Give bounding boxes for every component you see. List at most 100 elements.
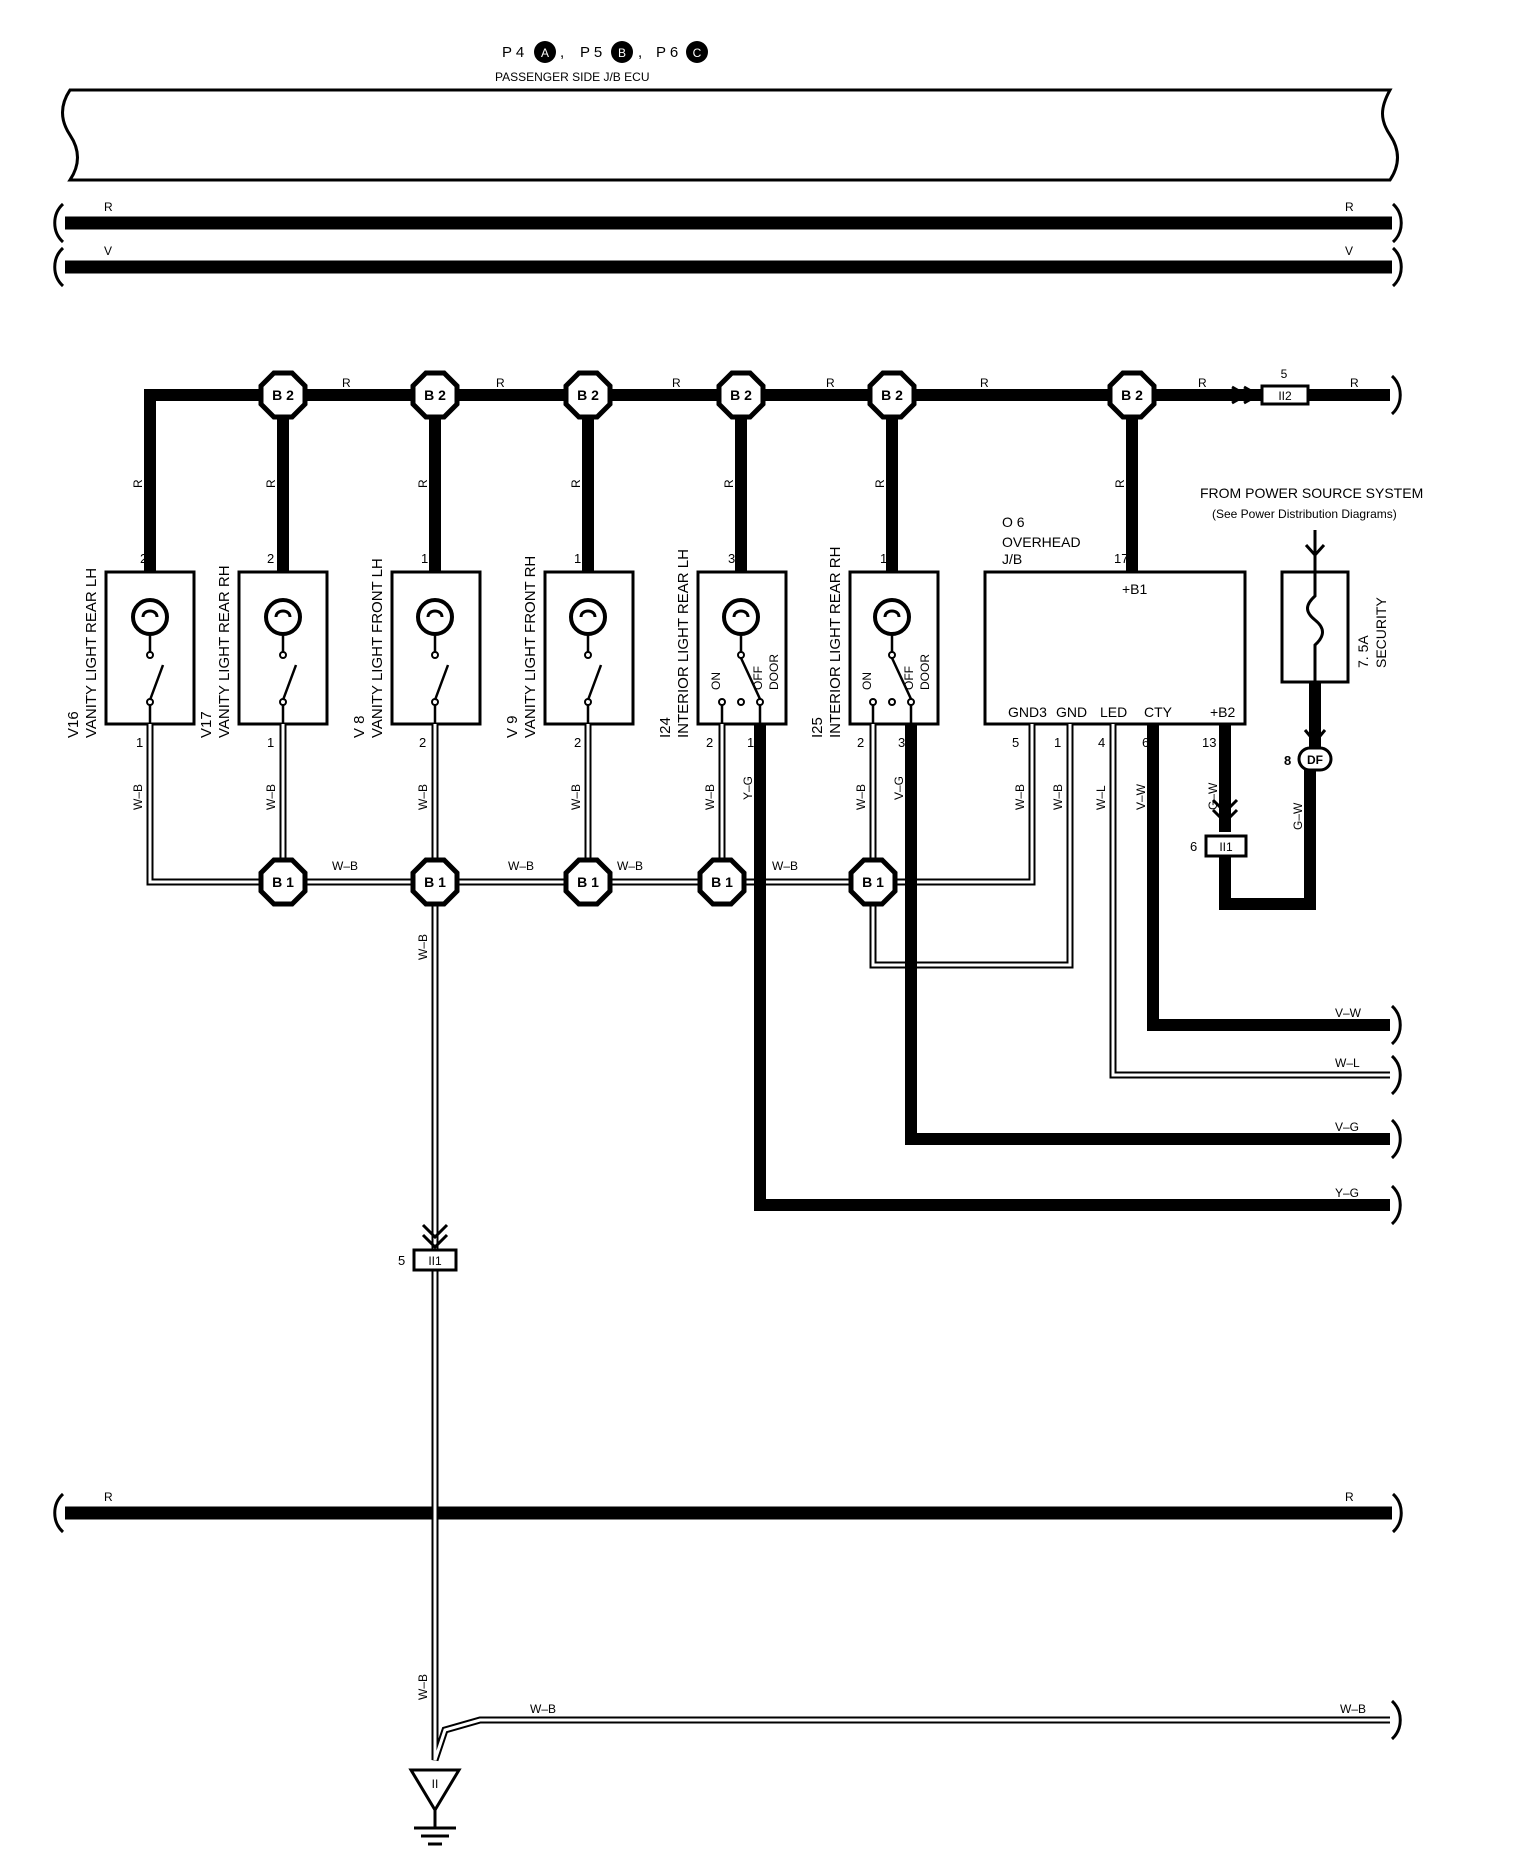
wb-label-gnd3: W–B [1013,784,1027,810]
r-label-h7: R [1350,376,1359,390]
component-i25: ON OFF DOOR 1 2 3 I25 INTERIOR LIGHT REA… [809,547,940,750]
vw-label-v: V–W [1134,783,1148,810]
v9-name: VANITY LIGHT FRONT RH [522,556,539,738]
connector-c-badge [686,41,708,63]
component-v16: 2 1 V16 VANITY LIGHT REAR LH [65,551,196,750]
connector-a-letter: A [541,46,549,60]
i24-name: INTERIOR LIGHT REAR LH [675,549,692,738]
junction-b1-label: B 1 [862,874,884,890]
r-label-v6: R [873,479,887,488]
i25-door-label: DOOR [918,654,932,690]
wb-label-h1: W–B [332,859,358,873]
wb-ground-network: W–B W–B W–B W–B W–B W–B W–B W–B W–B W–B … [131,724,1402,1762]
bottom-bus-wire: R R [53,1490,1403,1534]
ecu-name: PASSENGER SIDE J/B ECU [495,70,649,84]
junction-b1-node [410,857,460,907]
o6-terminal-cty: CTY [1144,704,1173,720]
bus-r-bottom-label-right: R [1345,1490,1354,1504]
gw-label-left: G–W [1206,782,1220,810]
connector-ii2-pin: 5 [1281,367,1288,381]
wb-label-i25: W–B [854,784,868,810]
yg-wire [754,724,1390,1211]
v17-pin-bottom: 1 [267,735,274,750]
ground-symbol: II [408,1768,462,1846]
r-label-h2: R [496,376,505,390]
vg-label-v: V–G [892,776,906,800]
component-v9: 1 2 V 9 VANITY LIGHT FRONT RH [504,551,635,750]
v16-pin-bottom: 1 [136,735,143,750]
r-label-v5: R [722,479,736,488]
junction-b2-node [258,370,308,420]
v9-pin-bottom: 2 [574,735,581,750]
bus-r-bottom-label-left: R [104,1490,113,1504]
yg-label-v: Y–G [741,776,755,800]
v16-pin-top: 2 [140,551,147,566]
r-label-v7: R [1113,479,1127,488]
wl-label-h: W–L [1335,1056,1360,1070]
r-label-h6: R [1198,376,1207,390]
separator-2: , [638,44,642,61]
o6-pin-gnd3: 5 [1012,735,1019,750]
o6-pin-b2: 13 [1202,735,1216,750]
junction-b2-node [716,370,766,420]
gw-label-right: G–W [1291,802,1305,830]
junction-b2-label: B 2 [881,387,903,403]
i24-door-label: DOOR [767,654,781,690]
power-source-note: (See Power Distribution Diagrams) [1212,507,1397,521]
i25-pin-top: 1 [880,551,887,566]
wb-label-h2: W–B [508,859,534,873]
wb-label-v8: W–B [416,784,430,810]
o6-code: O 6 [1002,514,1025,530]
wb-label-gnd: W–B [1051,784,1065,810]
wb-label-h3: W–B [617,859,643,873]
connector-b-badge [611,41,633,63]
r-label-v4: R [569,479,583,488]
junction-b1-label: B 1 [711,874,733,890]
connector-p5-label: P 5 [580,44,602,61]
connector-ii1-right-label: II1 [1219,840,1233,854]
junction-b2-node [1107,370,1157,420]
power-source-title: FROM POWER SOURCE SYSTEM [1200,485,1423,501]
junction-b1-node [848,857,898,907]
wb-label-v9: W–B [569,784,583,810]
wb-label-trunk: W–B [416,934,430,960]
r-label-v3: R [416,479,430,488]
fuse-name: SECURITY [1373,597,1389,668]
v17-code: V17 [198,711,215,738]
bus-v-label-left: V [104,244,112,258]
connector-df-label: DF [1307,753,1323,767]
connector-b-letter: B [618,46,626,60]
o6-name-line1: OVERHEAD [1002,534,1081,550]
connector-a-badge [534,41,556,63]
wb-label-trunk-low: W–B [416,1674,430,1700]
r-label-h3: R [672,376,681,390]
i25-code: I25 [809,717,826,738]
v9-pin-top: 1 [574,551,581,566]
o6-terminal-led: LED [1100,704,1127,720]
junction-b2-label: B 2 [577,387,599,403]
top-bus-wires: R R V V [53,200,1403,288]
r-supply-main [144,389,1390,580]
r-label-v2: R [264,479,278,488]
junction-b1-node [258,857,308,907]
v17-name: VANITY LIGHT REAR RH [216,565,233,738]
r-supply-wires: R R R R R R R R R R R R R R [131,374,1402,580]
junction-b2-node [563,370,613,420]
component-o6-overhead-jb: O 6 OVERHEAD J/B 17 +B1 GND3 GND LED CTY… [983,514,1247,750]
i24-off-label: OFF [751,666,765,690]
wb-label-h4: W–B [772,859,798,873]
wb-label-v16: W–B [131,784,145,810]
connector-df-pin: 8 [1284,753,1291,768]
junction-b1-node [697,857,747,907]
junction-b1-node [563,857,613,907]
r-label-v1: R [131,479,145,488]
o6-pin-led: 4 [1098,735,1105,750]
ecu-connector-header: P 4 A , P 5 B , P 6 C PASSENGER SIDE J/B… [495,41,708,84]
v8-pin-bottom: 2 [419,735,426,750]
wb-label-bottom-right: W–B [1340,1702,1366,1716]
component-i24: ON OFF DOOR 3 2 1 I24 INTERIOR LIGHT REA… [657,549,788,750]
ground-label: II [432,1777,439,1791]
i24-pin-right: 1 [747,735,754,750]
